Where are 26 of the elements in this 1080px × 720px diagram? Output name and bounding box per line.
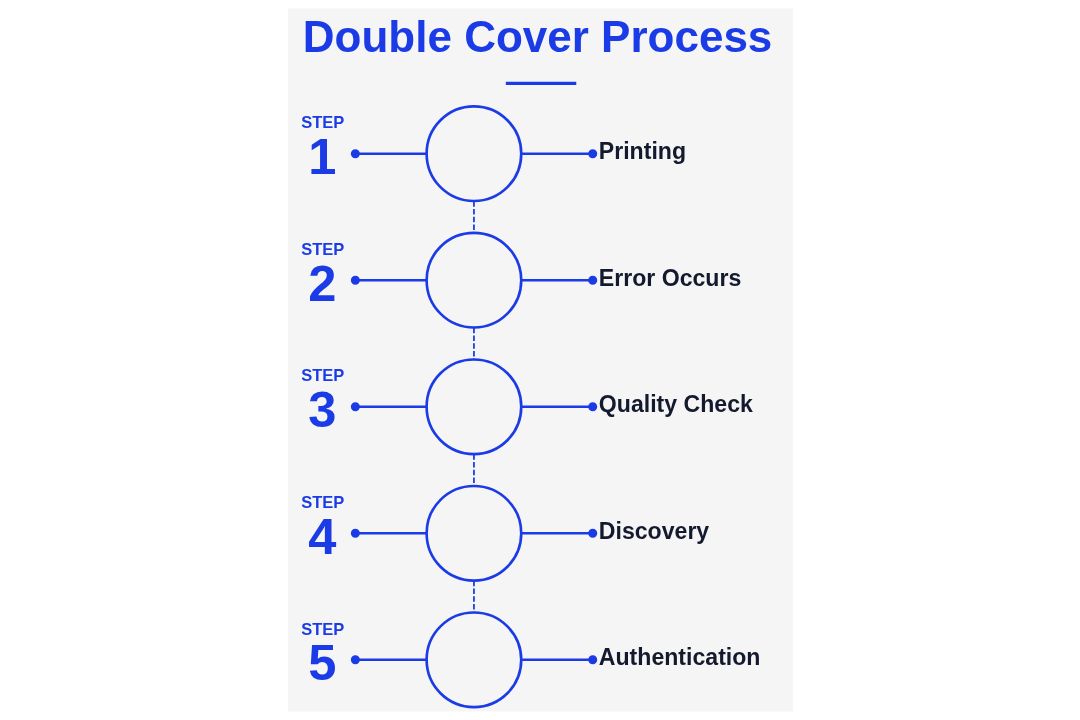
node-circle	[424, 358, 523, 456]
node-text: Error Occurs	[598, 264, 741, 291]
diagram-title: Double Cover Process	[302, 11, 772, 61]
node-circle	[424, 231, 523, 329]
node-text: STEP 3	[300, 366, 344, 439]
node-circle	[424, 611, 523, 709]
connector	[350, 528, 426, 538]
connector	[520, 149, 597, 159]
node-text: STEP 1	[300, 113, 344, 186]
node-text: STEP 2	[300, 239, 344, 312]
node-text: Quality Check	[598, 391, 753, 418]
connector	[520, 275, 597, 285]
connector	[350, 402, 426, 412]
connector	[520, 402, 597, 412]
node-text: Authentication	[598, 644, 760, 671]
connector	[520, 655, 597, 665]
connector	[350, 275, 426, 285]
node-circle	[424, 484, 523, 582]
node-circle	[424, 105, 523, 203]
connector	[350, 655, 426, 665]
node-text: Printing	[598, 137, 686, 164]
connector	[350, 149, 426, 159]
node-text: Discovery	[598, 517, 709, 544]
node-text: STEP 5	[300, 619, 344, 692]
node-text: STEP 4	[300, 492, 344, 565]
connector	[520, 528, 597, 538]
